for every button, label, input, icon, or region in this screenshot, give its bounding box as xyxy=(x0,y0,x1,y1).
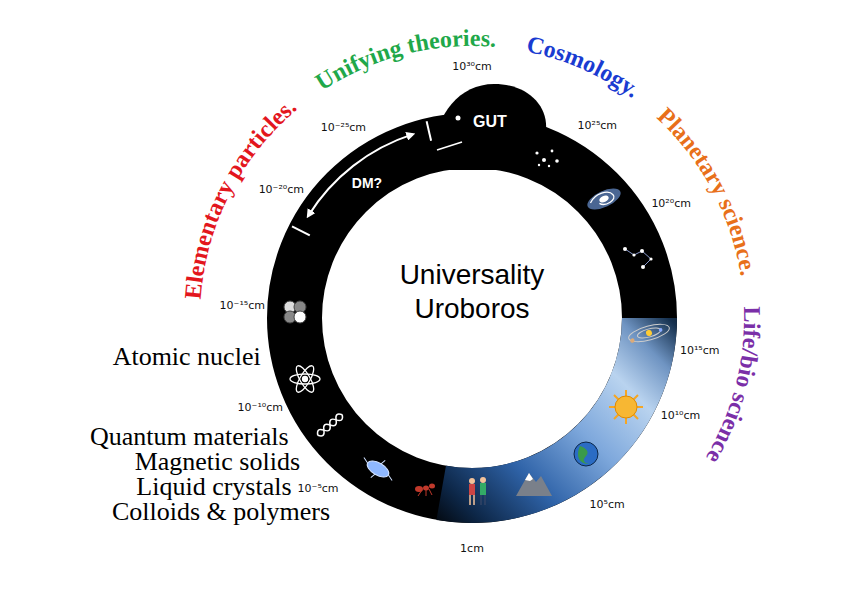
scale-label: 10⁻²⁰cm xyxy=(259,183,304,196)
constellation-icon xyxy=(623,247,653,269)
legs xyxy=(470,495,474,505)
galaxy-dot xyxy=(548,165,550,167)
head xyxy=(480,477,486,483)
orbit xyxy=(636,326,661,340)
mountain xyxy=(516,473,552,496)
field-label: Atomic nuclei xyxy=(113,344,261,370)
atom-icon xyxy=(290,364,320,395)
cilia xyxy=(357,450,399,487)
dna-strand xyxy=(315,412,344,438)
scale-label: 10⁻¹⁰cm xyxy=(238,401,283,414)
cell-body xyxy=(365,458,392,480)
orbit xyxy=(627,321,671,345)
star xyxy=(623,247,627,251)
scale-label: 10²⁵cm xyxy=(577,119,617,132)
star xyxy=(645,329,652,336)
star xyxy=(649,257,652,260)
scale-label: 10⁻²⁵cm xyxy=(321,121,366,134)
snake-ring xyxy=(295,141,650,496)
galaxy-dot xyxy=(542,158,546,162)
field-arc-text: Planetary science. xyxy=(652,102,761,277)
galaxy-dot xyxy=(535,151,538,154)
scale-label: 10⁵cm xyxy=(590,498,625,511)
ant-legs xyxy=(418,489,432,496)
ant-part xyxy=(429,484,435,489)
galaxy-icon xyxy=(584,184,623,214)
field-arc-label: Life/bio science xyxy=(701,306,765,468)
orbit xyxy=(290,374,320,384)
snake-head xyxy=(435,84,546,170)
scale-label: 10⁻¹⁵cm xyxy=(220,299,265,312)
orbit xyxy=(293,364,317,395)
orbit xyxy=(293,364,317,395)
star xyxy=(641,265,645,269)
people-icon xyxy=(469,477,486,505)
field-label: Quantum materials xyxy=(90,424,289,450)
theory-label: GUT xyxy=(473,113,507,131)
range-tick xyxy=(427,121,432,140)
field-arc-label: Planetary science. xyxy=(652,102,761,277)
dm-range-arrow xyxy=(308,134,412,215)
ocean xyxy=(574,442,598,466)
field-label: Liquid crystals xyxy=(136,474,291,500)
earth-icon xyxy=(574,442,598,466)
scale-label: 10²⁰cm xyxy=(651,197,691,210)
planet xyxy=(630,338,635,343)
star xyxy=(640,249,644,253)
field-arc-text: Elementary particles. xyxy=(180,93,302,300)
legs xyxy=(481,495,485,505)
sun-disc xyxy=(615,396,637,418)
field-label: Colloids & polymers xyxy=(112,499,330,525)
nucleon xyxy=(294,311,306,323)
mountain-icon xyxy=(516,473,552,496)
galaxy-dot xyxy=(555,159,559,163)
dna-icon xyxy=(315,412,344,438)
bacterium-icon xyxy=(357,450,399,487)
ant-part xyxy=(423,486,429,491)
field-arc-label: Cosmology. xyxy=(524,31,645,103)
field-arc-label: Unifying theories. xyxy=(311,25,498,95)
constellation-lines xyxy=(625,249,651,267)
field-arc-text: Life/bio science xyxy=(701,306,765,468)
sun-icon xyxy=(609,390,643,424)
sun-rays xyxy=(609,390,643,424)
blue-band xyxy=(441,318,649,495)
snake-mouth xyxy=(437,142,462,150)
field-arc-text: Cosmology. xyxy=(524,31,645,103)
body xyxy=(469,484,475,495)
body xyxy=(480,483,486,495)
dna-strand xyxy=(315,412,344,438)
range-tick xyxy=(292,226,310,235)
atom-core xyxy=(303,377,308,382)
scale-label: 10³⁰cm xyxy=(452,60,492,73)
galaxy-dot xyxy=(551,150,554,153)
scale-label: 10¹⁵cm xyxy=(680,344,720,357)
snake-eye xyxy=(456,116,461,121)
field-arc-label: Elementary particles. xyxy=(180,93,302,300)
spiral-arm xyxy=(589,189,616,210)
nucleus-icon xyxy=(284,301,306,323)
land xyxy=(578,446,589,464)
galaxy-dot xyxy=(538,164,540,166)
dark-matter-label: DM? xyxy=(352,176,382,191)
scale-label: 10¹⁰cm xyxy=(661,409,701,422)
snow-cap xyxy=(525,473,533,481)
ant-icon xyxy=(415,484,435,497)
galaxy-core xyxy=(598,194,610,204)
planet xyxy=(658,328,662,332)
galaxy-cluster-icon xyxy=(535,150,558,168)
center-title: Universality Uroboros xyxy=(387,258,557,326)
scale-label: 1cm xyxy=(460,542,484,555)
galaxy-disc xyxy=(584,184,623,214)
star xyxy=(632,253,635,256)
head xyxy=(469,478,475,484)
field-arc-text: Unifying theories. xyxy=(311,25,498,95)
scale-label: 10⁻⁵cm xyxy=(298,482,339,495)
field-label: Magnetic solids xyxy=(135,449,300,475)
solar-system-icon xyxy=(627,321,671,345)
